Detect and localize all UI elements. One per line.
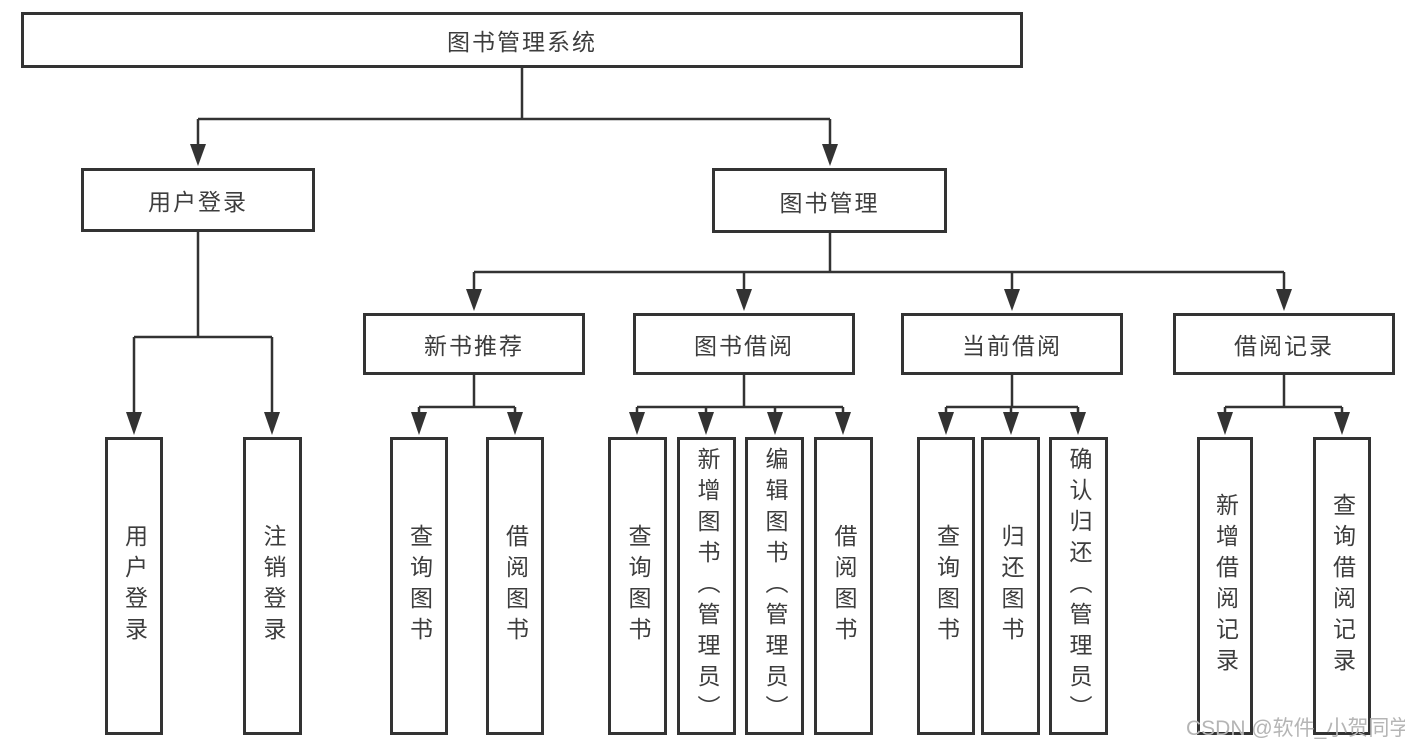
leaf-edit-books-admin: 编辑图书（管理员） <box>745 437 804 735</box>
leaf-recommend-borrow-books: 借阅图书 <box>486 437 544 735</box>
leaf-user-login: 用户登录 <box>105 437 163 735</box>
node-current-borrow-label: 当前借阅 <box>962 333 1062 359</box>
watermark: CSDN @软件_小贺同学 <box>1186 717 1405 740</box>
leaf-add-books-admin: 新增图书（管理员） <box>677 437 736 735</box>
node-borrow-records: 借阅记录 <box>1173 313 1395 375</box>
leaf-confirm-return-admin: 确认归还（管理员） <box>1049 437 1108 735</box>
leaf-user-login-label: 用户登录 <box>121 524 148 648</box>
leaf-add-borrow-record: 新增借阅记录 <box>1197 437 1253 735</box>
leaf-borrow-query-books: 查询图书 <box>608 437 667 735</box>
leaf-borrow-query-books-label: 查询图书 <box>625 524 651 648</box>
node-root: 图书管理系统 <box>21 12 1023 68</box>
node-user-login: 用户登录 <box>81 168 315 232</box>
node-borrow-records-label: 借阅记录 <box>1234 333 1334 359</box>
leaf-logout-label: 注销登录 <box>260 524 286 648</box>
node-book-borrow: 图书借阅 <box>633 313 855 375</box>
leaf-current-query-books: 查询图书 <box>917 437 975 735</box>
node-root-label: 图书管理系统 <box>447 29 597 55</box>
leaf-edit-books-admin-label: 编辑图书（管理员） <box>762 446 788 726</box>
leaf-query-borrow-record-label: 查询借阅记录 <box>1329 493 1356 679</box>
leaf-current-query-books-label: 查询图书 <box>933 524 960 648</box>
leaf-return-books-label: 归还图书 <box>998 524 1024 648</box>
node-current-borrow: 当前借阅 <box>901 313 1123 375</box>
leaf-query-borrow-record: 查询借阅记录 <box>1313 437 1371 735</box>
node-book-borrow-label: 图书借阅 <box>694 333 794 359</box>
leaf-add-books-admin-label: 新增图书（管理员） <box>694 446 720 726</box>
leaf-borrow-books: 借阅图书 <box>814 437 873 735</box>
leaf-recommend-query-books-label: 查询图书 <box>406 524 433 648</box>
leaf-add-borrow-record-label: 新增借阅记录 <box>1212 493 1239 679</box>
leaf-logout: 注销登录 <box>243 437 302 735</box>
leaf-confirm-return-admin-label: 确认归还（管理员） <box>1066 446 1092 726</box>
leaf-recommend-borrow-books-label: 借阅图书 <box>502 524 529 648</box>
leaf-recommend-query-books: 查询图书 <box>390 437 448 735</box>
node-book-management: 图书管理 <box>712 168 947 233</box>
leaf-return-books: 归还图书 <box>981 437 1040 735</box>
node-user-login-label: 用户登录 <box>148 189 248 215</box>
node-new-book-recommend: 新书推荐 <box>363 313 585 375</box>
leaf-borrow-books-label: 借阅图书 <box>831 524 857 648</box>
node-new-book-recommend-label: 新书推荐 <box>424 333 524 359</box>
node-book-management-label: 图书管理 <box>779 189 880 216</box>
